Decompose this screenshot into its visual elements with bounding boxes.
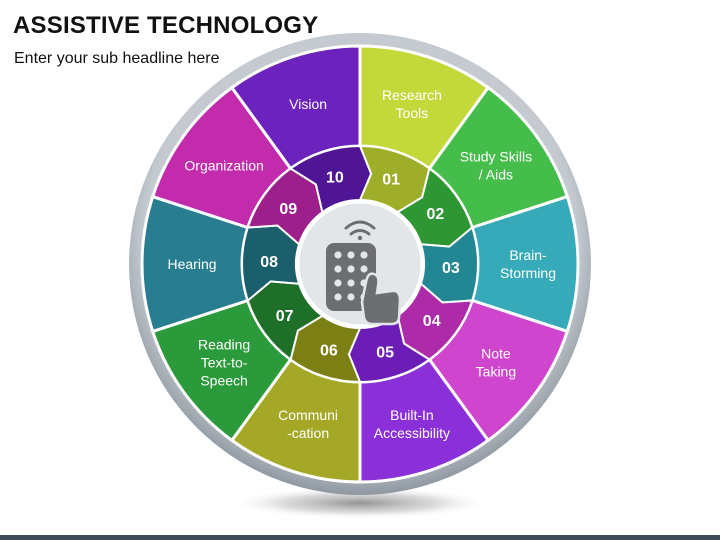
segment-label-06: Communi [278, 407, 338, 423]
remote-button-icon [347, 251, 355, 259]
step-number-08: 08 [260, 254, 278, 271]
step-number-10: 10 [326, 170, 344, 187]
inner-step-10 [288, 144, 373, 214]
segment-label-09: Organization [184, 157, 263, 173]
footer-bar [0, 535, 720, 540]
remote-button-icon [347, 265, 355, 273]
remote-button-icon [334, 279, 342, 287]
step-number-09: 09 [279, 201, 297, 218]
step-number-05: 05 [376, 345, 394, 362]
segment-label-08: Hearing [167, 256, 216, 272]
remote-button-icon [334, 251, 342, 259]
segment-label-02: / Aids [479, 166, 513, 182]
remote-button-icon [334, 265, 342, 273]
step-number-03: 03 [442, 260, 460, 277]
segment-label-04: Taking [476, 364, 516, 380]
remote-button-icon [334, 293, 342, 301]
segment-label-07: Text-to- [201, 355, 248, 371]
step-number-06: 06 [320, 343, 338, 360]
step-number-02: 02 [427, 206, 445, 223]
segment-label-05: Built-In [390, 407, 434, 423]
segment-label-01: Tools [396, 105, 429, 121]
wheel-shadow [230, 487, 490, 519]
remote-button-icon [347, 279, 355, 287]
segment-label-10: Vision [289, 96, 327, 112]
remote-button-icon [360, 265, 368, 273]
step-number-04: 04 [423, 313, 441, 330]
segment-label-02: Study Skills [460, 148, 532, 164]
remote-button-icon [347, 293, 355, 301]
remote-button-icon [360, 251, 368, 259]
segment-label-06: -cation [287, 425, 329, 441]
segment-label-03: Brain- [509, 247, 547, 263]
segment-label-01: Research [382, 87, 442, 103]
page-subtitle: Enter your sub headline here [14, 50, 220, 67]
step-number-01: 01 [382, 172, 400, 189]
segment-label-07: Speech [200, 373, 247, 389]
segment-label-05: Accessibility [374, 425, 450, 441]
step-number-07: 07 [276, 308, 294, 325]
segment-label-07: Reading [198, 337, 250, 353]
page-title: ASSISTIVE TECHNOLOGY [13, 12, 319, 39]
segment-label-03: Storming [500, 265, 556, 281]
remote-control-icon [326, 220, 402, 326]
segment-label-04: Note [481, 346, 511, 362]
